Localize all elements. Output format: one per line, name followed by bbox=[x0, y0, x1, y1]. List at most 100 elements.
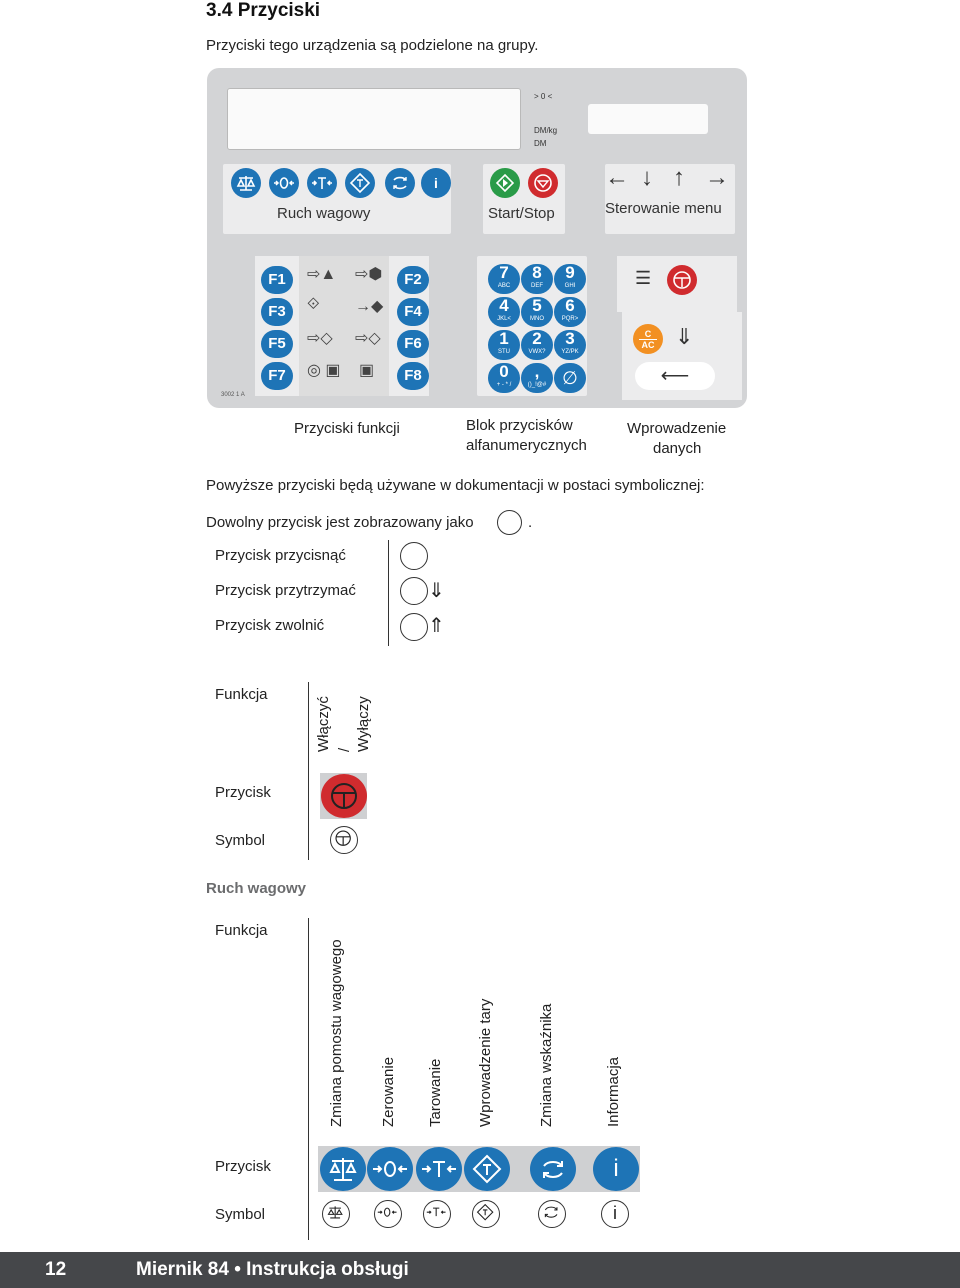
alnum-caption-1: Blok przycisków bbox=[466, 417, 573, 434]
indicator-symbol-icon bbox=[538, 1200, 566, 1228]
f1-key[interactable]: F1 bbox=[261, 266, 293, 294]
stop-icon bbox=[534, 174, 552, 192]
func-platform-change: Zmiana pomostu wagowego bbox=[328, 939, 345, 1127]
indicator-change-key[interactable] bbox=[385, 168, 415, 198]
scale-icon bbox=[236, 176, 256, 191]
power-key-label: Przycisk bbox=[215, 784, 271, 801]
func-taring: Tarowanie bbox=[427, 1058, 444, 1127]
start-key[interactable] bbox=[490, 168, 520, 198]
arrow-left-icon[interactable]: ← bbox=[605, 164, 629, 191]
tare-entry-symbol-icon bbox=[472, 1200, 500, 1228]
menu-group-label: Sterowanie menu bbox=[605, 200, 722, 217]
arrow-up-icon[interactable]: ↑ bbox=[673, 164, 685, 191]
func-symbol-6: ⇨◇ bbox=[355, 330, 381, 347]
page-number: 12 bbox=[45, 1259, 67, 1280]
any-key-circle-icon bbox=[497, 510, 522, 535]
zero-icon bbox=[274, 177, 294, 189]
power-function-label: Funkcja bbox=[215, 686, 268, 703]
unit-indicator-1: DM/kg bbox=[534, 126, 558, 135]
f5-key[interactable]: F5 bbox=[261, 330, 293, 358]
tare-entry-key[interactable] bbox=[345, 168, 375, 198]
function-symbol-strip bbox=[299, 256, 389, 396]
release-circle-icon bbox=[400, 613, 428, 641]
tare-icon bbox=[422, 1161, 456, 1177]
power-key[interactable] bbox=[667, 265, 697, 295]
tare-key-large bbox=[416, 1147, 462, 1191]
func-symbol-3: ⟐ bbox=[307, 296, 320, 313]
power-function-line3: Wyłączy bbox=[355, 696, 372, 752]
f6-key[interactable]: F6 bbox=[397, 330, 429, 358]
menu-key-group: ← ↓ ↑ → Sterowanie menu bbox=[605, 164, 735, 234]
info-key[interactable]: i bbox=[421, 168, 451, 198]
platform-symbol-icon bbox=[322, 1200, 350, 1228]
arrow-right-icon[interactable]: → bbox=[705, 164, 729, 191]
power-divider bbox=[308, 682, 309, 860]
f3-key[interactable]: F3 bbox=[261, 298, 293, 326]
platform-change-key[interactable] bbox=[231, 168, 261, 198]
func-tare-entry: Wprowadzenie tary bbox=[477, 998, 494, 1127]
any-key-text: Dowolny przycisk jest zobrazowany jako bbox=[206, 514, 474, 531]
startstop-group-label: Start/Stop bbox=[488, 205, 555, 222]
power-symbol-icon bbox=[330, 826, 358, 854]
power-function-line1: Włączyć bbox=[315, 696, 332, 752]
num-key-comma[interactable]: ,()_!@# bbox=[521, 363, 553, 393]
hold-down-icon[interactable]: ⇓ bbox=[675, 324, 694, 349]
f4-key[interactable]: F4 bbox=[397, 298, 429, 326]
hold-circle-icon bbox=[400, 577, 428, 605]
func-indicator-change: Zmiana wskaźnika bbox=[538, 1003, 555, 1127]
power-key-large bbox=[321, 774, 367, 818]
empty-set-key[interactable]: ∅ bbox=[554, 363, 586, 393]
platform-key-large bbox=[320, 1147, 366, 1191]
zero-icon bbox=[373, 1161, 407, 1177]
footer-title: Miernik 84 • Instrukcja obsługi bbox=[136, 1259, 409, 1280]
f2-key[interactable]: F2 bbox=[397, 266, 429, 294]
f8-key[interactable]: F8 bbox=[397, 362, 429, 390]
scale-icon bbox=[329, 1158, 357, 1181]
zero-key[interactable] bbox=[269, 168, 299, 198]
list-icon[interactable]: ☰ bbox=[635, 268, 652, 288]
stop-key[interactable] bbox=[528, 168, 558, 198]
zero-key-large bbox=[367, 1147, 413, 1191]
arrow-down-icon[interactable]: ↓ bbox=[641, 164, 653, 191]
hold-arrow-icon: ⇓ bbox=[428, 580, 445, 602]
func-symbol-2: ⇨⬢ bbox=[355, 266, 383, 283]
info-icon: i bbox=[434, 175, 438, 191]
entry-caption-2: danych bbox=[653, 440, 702, 457]
tare-key[interactable] bbox=[307, 168, 337, 198]
start-icon bbox=[495, 173, 515, 193]
press-circle-icon bbox=[400, 542, 428, 570]
any-key-period: . bbox=[528, 514, 533, 531]
press-divider bbox=[388, 540, 389, 646]
page-footer: 12 Miernik 84 • Instrukcja obsługi bbox=[0, 1252, 960, 1288]
tare-entry-icon bbox=[472, 1154, 502, 1184]
func-zeroing: Zerowanie bbox=[380, 1056, 397, 1127]
weighing-key-label: Przycisk bbox=[215, 1158, 271, 1175]
functions-caption: Przyciski funkcji bbox=[294, 420, 400, 437]
cycle-icon bbox=[393, 176, 407, 190]
serial-label: 3002 1 A bbox=[221, 392, 245, 398]
press-label: Przycisk przycisnąć bbox=[215, 547, 346, 564]
indicator-key-large bbox=[530, 1147, 576, 1191]
weighing-function-label: Funkcja bbox=[215, 922, 268, 939]
num-key-0[interactable]: 0+ - * / bbox=[488, 363, 520, 393]
enter-key[interactable]: ⟵ bbox=[635, 362, 715, 390]
f7-key[interactable]: F7 bbox=[261, 362, 293, 390]
weighing-divider bbox=[308, 918, 309, 1240]
power-icon bbox=[673, 271, 691, 289]
section-heading: 3.4 Przyciski bbox=[206, 0, 321, 21]
tare-entry-key-large bbox=[464, 1147, 510, 1191]
tare-entry-icon bbox=[349, 172, 371, 194]
startstop-key-group: Start/Stop bbox=[483, 164, 565, 234]
secondary-display bbox=[588, 104, 708, 134]
func-symbol-4: →◆ bbox=[355, 298, 384, 315]
